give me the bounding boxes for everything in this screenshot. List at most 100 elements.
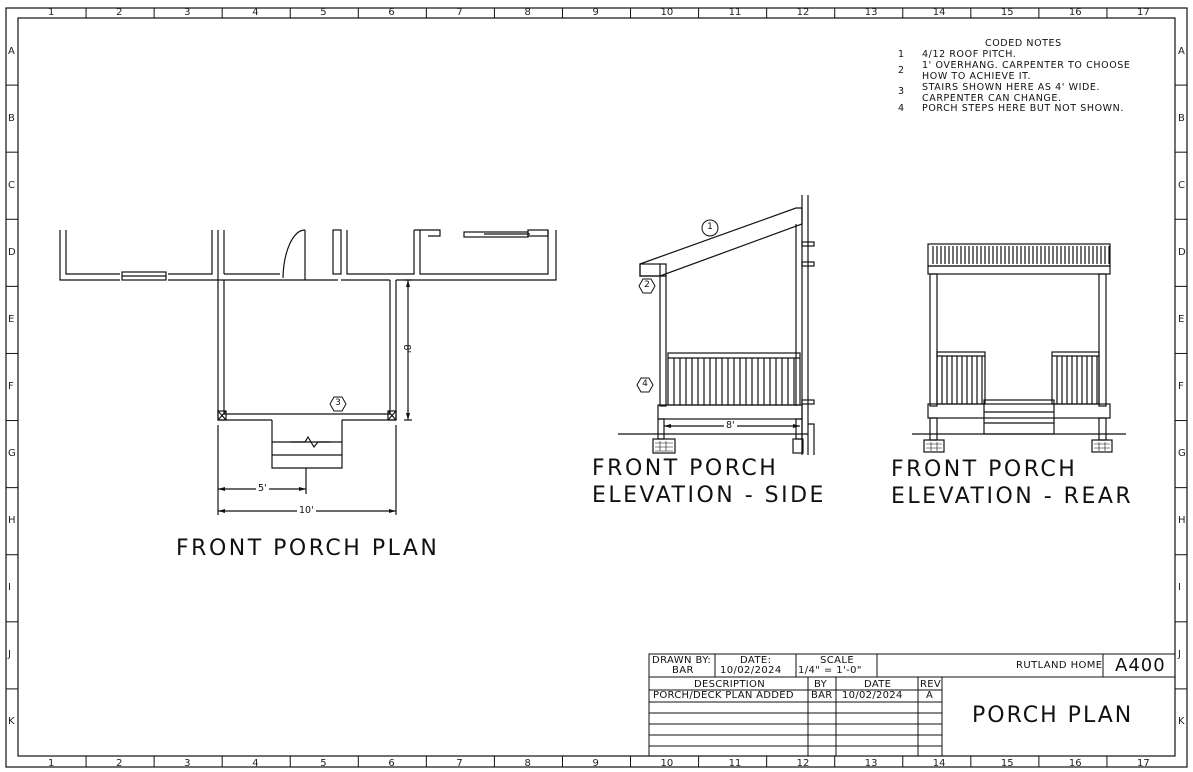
grid-row-label-left: D — [8, 246, 16, 258]
drawn-by-label: DRAWN BY: — [652, 655, 712, 666]
grid-col-label-top: 9 — [592, 7, 599, 18]
grid-row-label-left: F — [8, 381, 14, 392]
note-2-text-line2: HOW TO ACHIEVE IT. — [922, 71, 1032, 82]
note-2-text-line1: 1' OVERHANG. CARPENTER TO CHOOSE — [922, 60, 1131, 71]
grid-row-label-right: H — [1178, 515, 1186, 527]
revision-description: PORCH/DECK PLAN ADDED — [653, 690, 794, 701]
note-2-number: 2 — [898, 65, 905, 76]
grid-col-label-top: 11 — [728, 7, 742, 18]
rev-header-rev: REV — [920, 679, 942, 690]
rear-title-line2: ELEVATION - REAR — [891, 484, 1134, 509]
grid-col-label-bottom: 14 — [932, 758, 946, 769]
side-dim-arrows — [664, 424, 800, 428]
tag-2-hexagon — [638, 278, 656, 294]
grid-col-label-bottom: 8 — [524, 758, 531, 769]
grid-row-label-left: H — [8, 515, 16, 527]
grid-row-label-right: E — [1178, 313, 1185, 325]
grid-row-label-right: B — [1178, 112, 1185, 124]
rev-header-date: DATE — [864, 679, 892, 690]
grid-col-label-top: 15 — [1000, 7, 1014, 18]
rear-footing-hatch — [926, 442, 1110, 451]
note-3-text-line1: STAIRS SHOWN HERE AS 4' WIDE. — [922, 82, 1101, 93]
outer-border — [5, 7, 1188, 768]
grid-row-label-right: G — [1178, 448, 1186, 460]
grid-col-label-bottom: 5 — [320, 758, 327, 769]
sheet-title: PORCH PLAN — [972, 703, 1134, 728]
grid-col-label-bottom: 7 — [456, 758, 463, 769]
tag-4-hexagon — [636, 377, 654, 393]
rear-elevation-drawing — [912, 243, 1126, 453]
grid-col-label-top: 16 — [1068, 7, 1082, 18]
side-dim-8: 8' — [724, 420, 737, 431]
grid-col-label-bottom: 1 — [48, 758, 55, 769]
grid-col-label-top: 3 — [184, 7, 191, 18]
revision-date: 10/02/2024 — [842, 690, 903, 701]
revision-by: BAR — [811, 690, 833, 701]
grid-col-label-top: 17 — [1136, 7, 1150, 18]
scale-value: 1/4" = 1'-0" — [798, 665, 862, 676]
rev-header-by: BY — [814, 679, 828, 690]
grid-row-label-left: I — [8, 582, 11, 594]
plan-dim-10: 10' — [297, 505, 316, 516]
inner-border — [17, 17, 1176, 757]
grid-row-label-right: D — [1178, 246, 1186, 258]
grid-row-label-left: C — [8, 179, 15, 191]
rear-title-line1: FRONT PORCH — [891, 457, 1078, 482]
note-1-text: 4/12 ROOF PITCH. — [922, 49, 1017, 60]
grid-col-label-top: 2 — [116, 7, 123, 18]
side-tag-1: 1 — [707, 222, 713, 232]
grid-col-label-bottom: 15 — [1000, 758, 1014, 769]
plan-title: FRONT PORCH PLAN — [176, 536, 440, 561]
grid-col-label-bottom: 13 — [864, 758, 878, 769]
side-footing-hatch — [655, 441, 673, 452]
side-tag-2: 2 — [644, 280, 650, 290]
grid-col-label-top: 1 — [48, 7, 55, 18]
note-3-text-line2: CARPENTER CAN CHANGE. — [922, 93, 1062, 104]
grid-col-label-top: 13 — [864, 7, 878, 18]
grid-col-label-top: 6 — [388, 7, 395, 18]
grid-row-label-right: I — [1178, 582, 1181, 594]
grid-col-label-bottom: 12 — [796, 758, 810, 769]
drawn-by-value: BAR — [672, 665, 694, 676]
grid-row-label-left: J — [8, 649, 11, 661]
grid-col-label-bottom: 16 — [1068, 758, 1082, 769]
grid-col-label-top: 7 — [456, 7, 463, 18]
tag-1-circle — [701, 219, 719, 237]
date-label: DATE: — [740, 655, 772, 666]
plan-dim-5: 5' — [256, 483, 269, 494]
project-name: RUTLAND HOME — [1016, 660, 1103, 671]
grid-row-label-right: C — [1178, 179, 1185, 191]
grid-row-label-left: K — [8, 716, 15, 728]
grid-col-label-top: 14 — [932, 7, 946, 18]
note-4-number: 4 — [898, 103, 905, 114]
grid-row-label-left: B — [8, 112, 15, 124]
grid-col-label-top: 12 — [796, 7, 810, 18]
tag-3-hexagon — [329, 396, 347, 412]
grid-col-label-top: 8 — [524, 7, 531, 18]
grid-col-label-bottom: 17 — [1136, 758, 1150, 769]
grid-col-label-top: 10 — [660, 7, 674, 18]
grid-col-label-bottom: 10 — [660, 758, 674, 769]
grid-col-label-bottom: 11 — [728, 758, 742, 769]
grid-col-label-bottom: 4 — [252, 758, 259, 769]
grid-ticks — [6, 8, 1187, 767]
grid-row-label-right: J — [1178, 649, 1181, 661]
grid-col-label-bottom: 9 — [592, 758, 599, 769]
front-porch-plan-drawing — [59, 229, 557, 515]
title-block-lines — [648, 653, 1176, 757]
side-title-line2: ELEVATION - SIDE — [592, 483, 826, 508]
grid-col-label-top: 5 — [320, 7, 327, 18]
grid-row-label-left: E — [8, 313, 15, 325]
note-3-number: 3 — [898, 86, 905, 97]
grid-row-label-right: K — [1178, 716, 1185, 728]
scale-label: SCALE — [820, 655, 855, 666]
sheet-number: A400 — [1115, 655, 1166, 676]
grid-row-label-right: A — [1178, 45, 1185, 57]
grid-col-label-bottom: 2 — [116, 758, 123, 769]
grid-col-label-bottom: 3 — [184, 758, 191, 769]
grid-col-label-top: 4 — [252, 7, 259, 18]
note-1-number: 1 — [898, 49, 905, 60]
date-value: 10/02/2024 — [720, 665, 782, 676]
side-title-line1: FRONT PORCH — [592, 456, 779, 481]
